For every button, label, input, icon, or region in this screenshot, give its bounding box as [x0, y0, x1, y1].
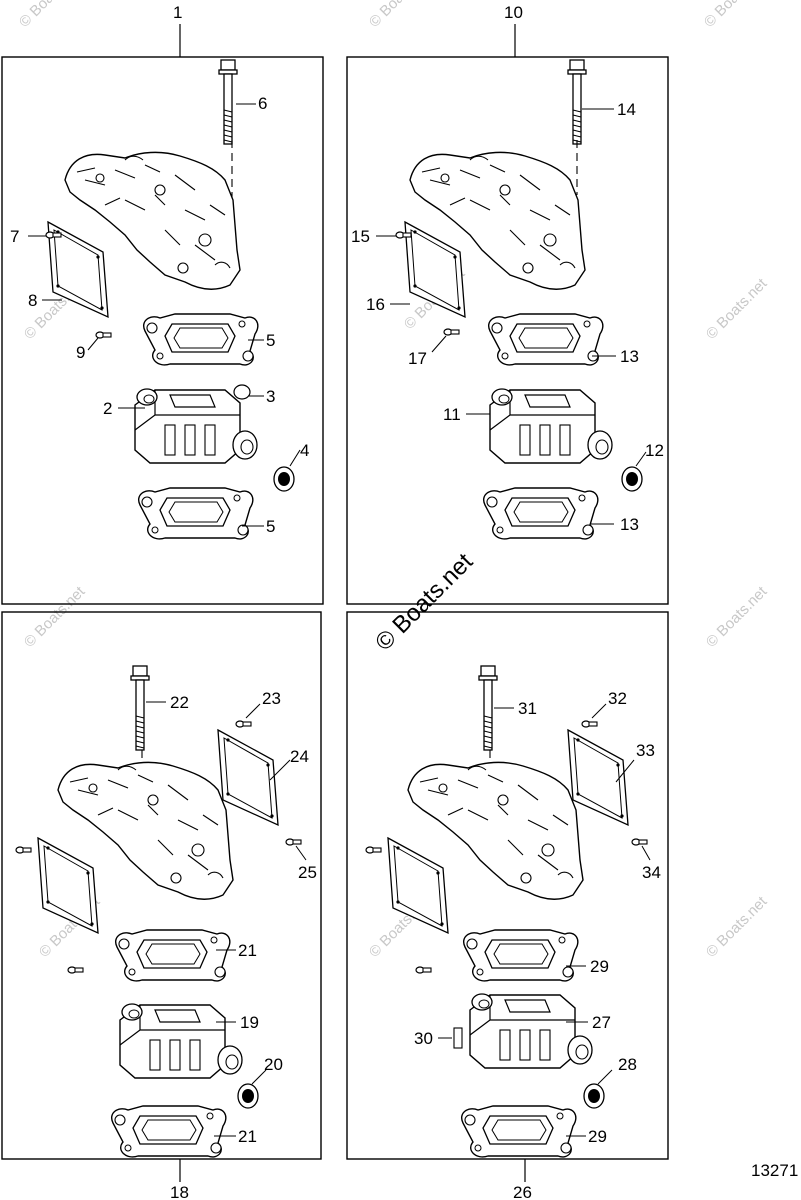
panel-label: 10: [504, 3, 523, 22]
plate-gasket: [217, 729, 279, 826]
callout-number: 29: [588, 1127, 607, 1146]
gasket-part: [460, 1105, 577, 1158]
panel-frame: [1, 611, 322, 1160]
callout-number: 21: [238, 941, 257, 960]
callout-number: 8: [28, 291, 37, 310]
screw-part: [631, 838, 648, 846]
panel-frame: [1, 56, 324, 605]
callout-number: 28: [618, 1055, 637, 1074]
riser-part: [134, 388, 258, 464]
screw-part: [45, 231, 62, 239]
panel-label: 1: [173, 3, 182, 22]
callout-number: 4: [300, 441, 309, 460]
callout-number: 25: [298, 863, 317, 882]
plug-part: [237, 1083, 259, 1109]
watermark-text: © Boats.net: [366, 0, 434, 31]
panel-10: 10 14 15 16 17 13 11 12 13: [346, 3, 669, 605]
callout-number: 13: [620, 515, 639, 534]
bolt-part: [218, 59, 238, 145]
panel-frame: [346, 56, 669, 605]
callout-number: 11: [443, 405, 461, 424]
callout-number: 12: [645, 441, 664, 460]
callout-number: 2: [103, 399, 112, 418]
watermark-text: © Boats.net: [703, 583, 771, 651]
screw-part: [235, 720, 252, 728]
callout-number: 22: [170, 693, 189, 712]
screw-part: [67, 966, 84, 974]
callout-number: 6: [258, 94, 267, 113]
watermark-text: © Boats.net: [701, 0, 769, 31]
callout-number: 34: [642, 863, 661, 882]
callout-number: 5: [266, 331, 275, 350]
riser-part: [119, 1003, 243, 1079]
screw-part: [581, 720, 598, 728]
callout-number: 32: [608, 689, 627, 708]
callout-number: 9: [76, 343, 85, 362]
screw-part: [415, 966, 432, 974]
figure-id: 13271: [751, 1161, 798, 1180]
callout-number: 21: [238, 1127, 257, 1146]
callout-number: 27: [592, 1013, 611, 1032]
plate-gasket: [37, 837, 99, 934]
gasket-part: [110, 1105, 227, 1158]
callout-number: 14: [617, 100, 636, 119]
gasket-part: [482, 487, 599, 540]
callout-number: 31: [518, 699, 537, 718]
plug-part: [583, 1083, 605, 1109]
callout-number: 3: [266, 387, 275, 406]
watermark-text: © Boats.net: [703, 893, 771, 961]
callout-number: 13: [620, 347, 639, 366]
callout-number: 30: [414, 1029, 433, 1048]
callout-number: 24: [290, 747, 309, 766]
riser-part: [489, 388, 613, 464]
callout-number: 19: [240, 1013, 259, 1032]
callout-number: 23: [262, 689, 281, 708]
screw-part: [15, 846, 32, 854]
panel-18: 18 22 23 24 25 21 19 20 21: [1, 611, 322, 1200]
panel-1: 1 6 7 8 9 5 2 3 4 5: [1, 3, 324, 605]
screw-part: [443, 328, 460, 336]
screw-part: [285, 838, 302, 846]
gasket-part: [462, 929, 579, 982]
panel-label: 26: [513, 1183, 532, 1200]
center-watermark: © Boats.net: [370, 548, 478, 656]
callout-number: 33: [636, 741, 655, 760]
gasket-part: [142, 313, 259, 366]
callout-number: 15: [351, 227, 370, 246]
panel-label: 18: [170, 1183, 189, 1200]
panel-frame: [346, 611, 669, 1160]
gasket-part: [137, 487, 254, 540]
callout-number: 16: [366, 295, 385, 314]
gasket-part: [487, 313, 604, 366]
gasket-part: [114, 929, 231, 982]
screw-part: [95, 331, 112, 339]
plate-gasket: [567, 729, 629, 826]
panel-26: 26 31 32 33 34 29 27 30 28 29: [346, 611, 669, 1200]
plate-gasket: [404, 221, 466, 318]
screw-part: [395, 231, 412, 239]
bolt-part: [567, 59, 587, 145]
callout-number: 17: [408, 349, 427, 368]
bolt-part: [130, 665, 150, 751]
callout-number: 7: [10, 227, 19, 246]
watermark-text: © Boats.net: [703, 275, 771, 343]
riser-part: [469, 993, 593, 1069]
watermark-text: © Boats.net: [21, 583, 89, 651]
screw-part: [365, 846, 382, 854]
plug-part: [273, 466, 295, 492]
plug-part: [621, 466, 643, 492]
callout-number: 29: [590, 957, 609, 976]
callout-number: 5: [266, 517, 275, 536]
watermark-text: © Boats.net: [16, 0, 84, 31]
callout-number: 20: [264, 1055, 283, 1074]
